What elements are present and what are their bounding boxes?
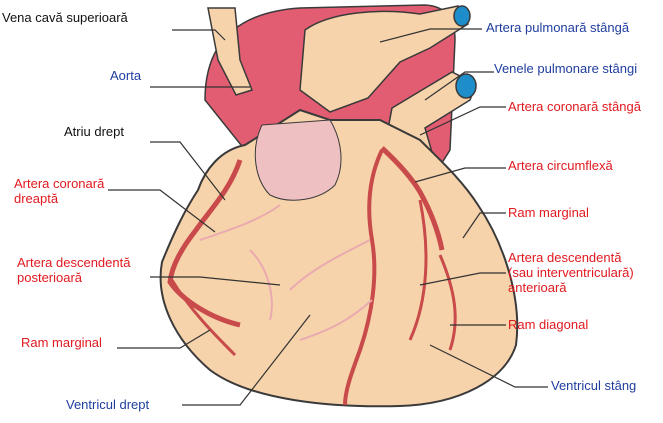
label-vena-cava: Vena cavă superioară [2, 10, 128, 25]
label-descendenta-ant-line3: anterioară [508, 280, 567, 295]
leader-vena-cava [172, 30, 225, 40]
leader-venele-pulmonare [425, 72, 494, 100]
label-ventricul-stang: Ventricul stâng [551, 378, 636, 393]
label-ventricul-drept: Ventricul drept [66, 397, 149, 412]
leader-circumflexa [415, 168, 506, 182]
label-ram-diagonal: Ram diagonal [508, 317, 588, 332]
label-descendenta-ant-line1: Artera descendentă [508, 250, 621, 265]
label-coronara-dreapta-line1: Artera coronară [14, 176, 104, 191]
leader-descendenta-ant [420, 273, 506, 285]
leader-ventricul-drept [182, 315, 310, 405]
leader-pulmonara-stanga [380, 29, 482, 42]
leader-ram-marginal-left [117, 330, 210, 348]
label-ram-marginal-left: Ram marginal [21, 335, 102, 350]
label-coronara-dreapta-line2: dreaptă [14, 191, 58, 206]
leader-ventricul-stang [430, 345, 548, 387]
label-venele-pulmonare: Venele pulmonare stângi [494, 61, 637, 76]
leader-coronara-stanga [420, 107, 506, 135]
label-descendenta-post-line2: posterioară [17, 270, 82, 285]
label-ram-marginal-right: Ram marginal [508, 205, 589, 220]
label-aorta: Aorta [110, 68, 141, 83]
leader-coronara-dreapta [108, 190, 215, 232]
leader-ram-marginal-right [463, 213, 506, 238]
leader-descendenta-post [150, 277, 280, 285]
label-descendenta-ant-line2: (sau interventriculară) [508, 265, 634, 280]
label-descendenta-post-line1: Artera descendentă [17, 255, 130, 270]
label-pulmonara-stanga: Artera pulmonară stângă [486, 20, 629, 35]
label-coronara-stanga: Artera coronară stângă [508, 99, 641, 114]
label-circumflexa: Artera circumflexă [508, 158, 613, 173]
label-atriu-drept: Atriu drept [64, 124, 124, 139]
